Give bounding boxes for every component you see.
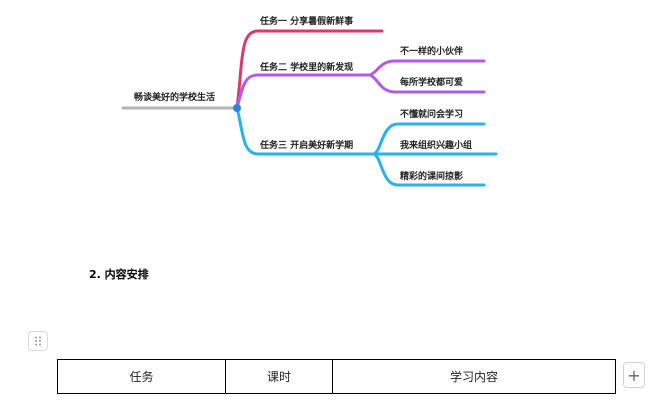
mindmap: 畅谈美好的学校生活 任务一 分享暑假新鲜事 任务二 学校里的新发现 不一样的小伙… — [121, 15, 498, 187]
root-center-dot — [233, 104, 241, 112]
content-table: 任务 课时 学习内容 — [57, 359, 616, 394]
root-node: 畅谈美好的学校生活 — [134, 91, 215, 103]
branch-3-child-3-curve — [372, 152, 486, 187]
branch-2-child-1-label: 不一样的小伙伴 — [400, 45, 463, 57]
table-header-content[interactable]: 学习内容 — [332, 359, 616, 394]
branch-3-child-1-label: 不懂就问会学习 — [400, 108, 463, 120]
branch-3-child-1-curve — [372, 122, 486, 156]
plus-icon[interactable]: + — [623, 362, 645, 388]
branch-2-child-2-label: 每所学校都可爱 — [400, 76, 463, 88]
table-header-row: 任务 课时 学习内容 — [57, 359, 616, 394]
drag-dots-icon[interactable] — [28, 331, 48, 351]
table-header-hours[interactable]: 课时 — [225, 359, 333, 394]
branch-3-curve — [235, 106, 376, 156]
branch-2-curve — [235, 73, 372, 110]
table-header-task[interactable]: 任务 — [57, 359, 226, 394]
section-heading: 2. 内容安排 — [89, 268, 149, 281]
branch-1-curve — [235, 29, 384, 110]
drag-dots-glyph — [35, 336, 41, 346]
branch-2-child-1-curve — [368, 59, 486, 77]
branch-3-child-2-label: 我来组织兴趣小组 — [400, 139, 472, 151]
branch-2-child-2-curve — [368, 73, 486, 94]
branch-3-child-3-label: 精彩的课间掠影 — [400, 170, 463, 182]
branch-3-label: 任务三 开启美好新学期 — [259, 139, 353, 151]
content-table-wrapper: 任务 课时 学习内容 — [57, 359, 616, 394]
branch-1-label: 任务一 分享暑假新鲜事 — [259, 15, 353, 27]
branch-2-label: 任务二 学校里的新发现 — [259, 61, 353, 73]
